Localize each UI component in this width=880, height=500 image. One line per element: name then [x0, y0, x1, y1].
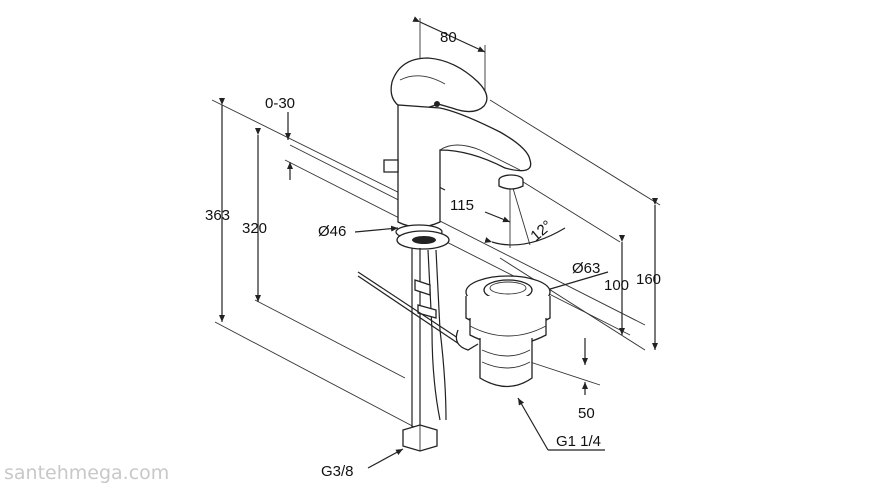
faucet-body: [357, 57, 532, 452]
label-waste-diameter: Ø63: [572, 260, 600, 277]
label-reach: 115: [450, 197, 474, 214]
watermark: santehmega.com: [4, 462, 169, 484]
label-hose-thread: G3/8: [321, 463, 354, 480]
label-body-height: 160: [636, 271, 661, 288]
label-total-height: 363: [205, 207, 230, 224]
label-spout-width: 80: [440, 29, 457, 46]
label-waste-thread: G1 1/4: [556, 433, 601, 450]
label-spout-height: 100: [604, 277, 629, 294]
label-spout-angle: 12°: [527, 217, 555, 245]
label-base-diameter: Ø46: [318, 223, 346, 240]
dimension-lines: [211, 16, 661, 469]
label-mount-height: 320: [242, 220, 267, 237]
waste-valve: [455, 275, 551, 388]
label-lever-range: 0-30: [265, 95, 295, 112]
label-waste-length: 50: [578, 405, 595, 422]
